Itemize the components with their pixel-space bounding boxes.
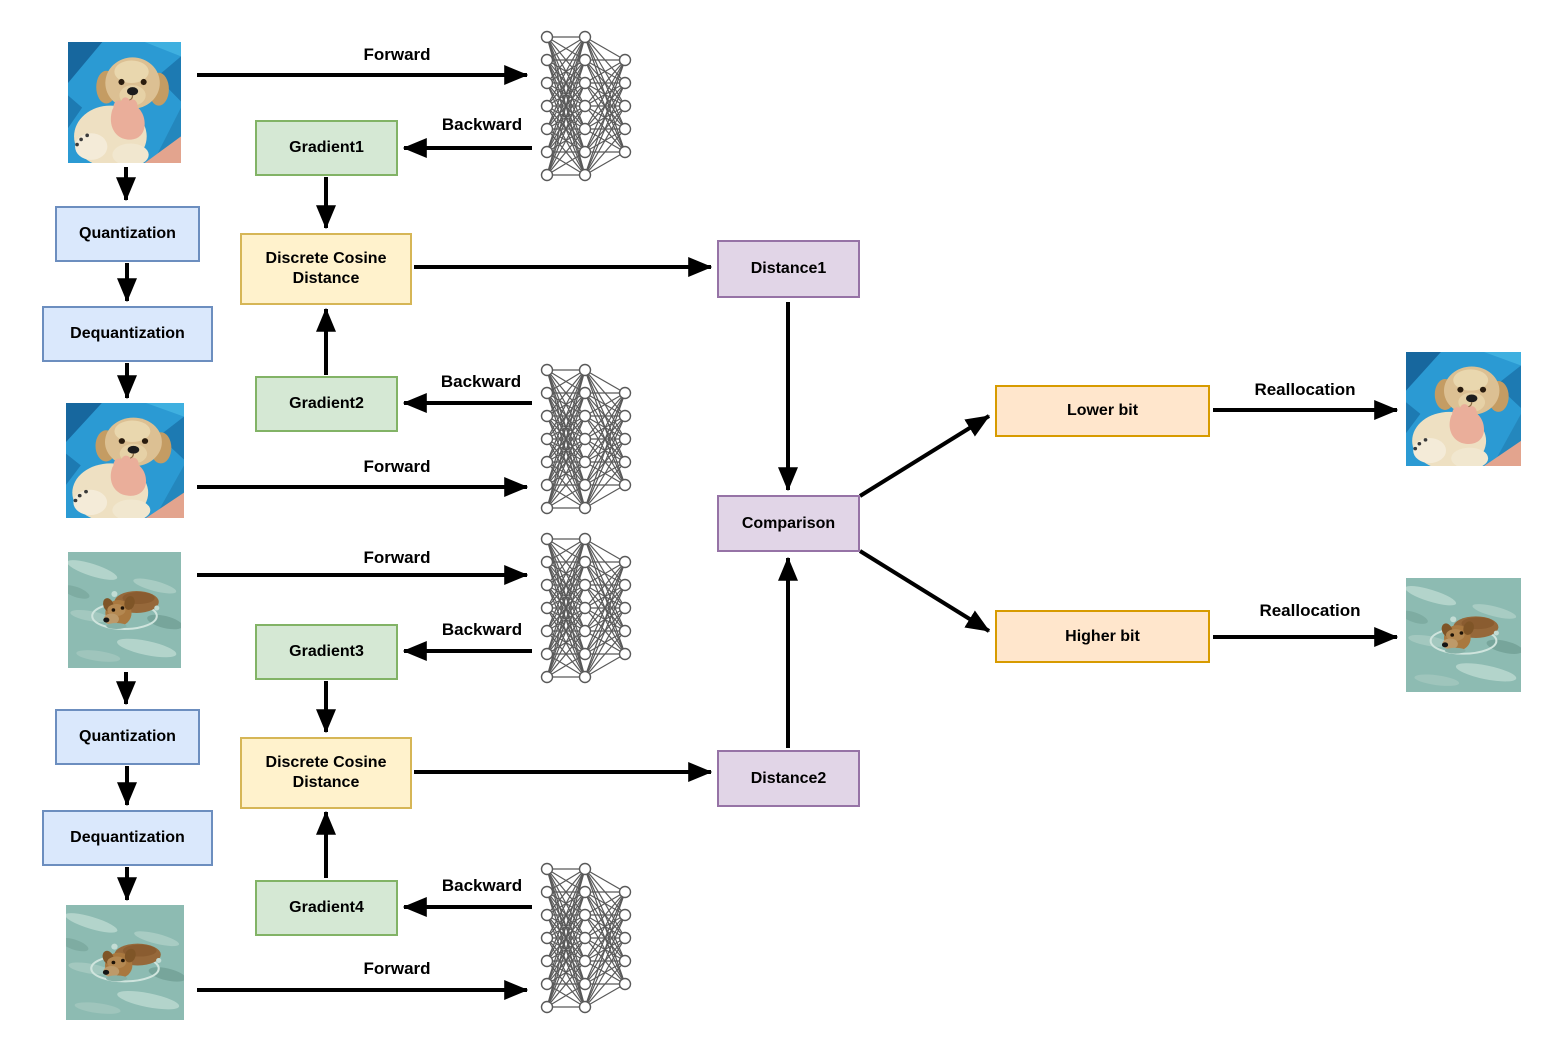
distance2-box: Distance2 bbox=[717, 750, 860, 807]
backward-label-1: Backward bbox=[441, 115, 523, 134]
discrete-cosine-distance-box-1: Discrete Cosine Distance bbox=[240, 233, 412, 305]
forward-label-2: Forward bbox=[363, 457, 431, 476]
higher-bit-box: Higher bit bbox=[995, 610, 1210, 663]
quantization-box-1: Quantization bbox=[55, 206, 200, 262]
neural-network-icon bbox=[540, 363, 632, 515]
forward-label-1: Forward bbox=[363, 45, 431, 64]
gradient4-box: Gradient4 bbox=[255, 880, 398, 936]
reallocation-label-1: Reallocation bbox=[1254, 380, 1356, 399]
distance1-box: Distance1 bbox=[717, 240, 860, 298]
forward-label-3: Forward bbox=[363, 548, 431, 567]
gradient3-box: Gradient3 bbox=[255, 624, 398, 680]
gradient2-box: Gradient2 bbox=[255, 376, 398, 432]
arrow-comparison-to-higher-bit bbox=[858, 549, 991, 633]
comparison-box: Comparison bbox=[717, 495, 860, 552]
reallocated-puppy-photo bbox=[1406, 352, 1521, 466]
gradient1-box: Gradient1 bbox=[255, 120, 398, 176]
dequantized-swimming-dog-photo bbox=[66, 905, 184, 1020]
swimming-dog-photo bbox=[68, 552, 181, 668]
backward-label-3: Backward bbox=[441, 620, 523, 639]
backward-label-2: Backward bbox=[440, 372, 522, 391]
dequantization-box-2: Dequantization bbox=[42, 810, 213, 866]
reallocated-swimming-dog-photo bbox=[1406, 578, 1521, 692]
discrete-cosine-distance-box-2: Discrete Cosine Distance bbox=[240, 737, 412, 809]
neural-network-icon bbox=[540, 532, 632, 684]
dequantization-box-1: Dequantization bbox=[42, 306, 213, 362]
lower-bit-box: Lower bit bbox=[995, 385, 1210, 437]
puppy-photo bbox=[68, 42, 181, 163]
quantization-box-2: Quantization bbox=[55, 709, 200, 765]
forward-label-4: Forward bbox=[363, 959, 431, 978]
dequantized-puppy-photo bbox=[66, 403, 184, 518]
arrow-comparison-to-lower-bit bbox=[858, 414, 991, 498]
neural-network-icon bbox=[540, 30, 632, 182]
neural-network-icon bbox=[540, 862, 632, 1014]
backward-label-4: Backward bbox=[441, 876, 523, 895]
reallocation-label-2: Reallocation bbox=[1259, 601, 1361, 620]
